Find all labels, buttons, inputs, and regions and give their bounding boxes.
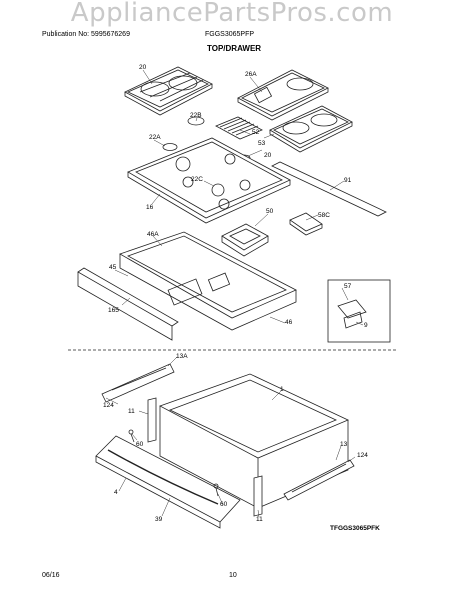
callout-46a: 46A (147, 231, 159, 238)
callout-50: 50 (266, 208, 274, 215)
callout-60-left: 60 (136, 441, 144, 448)
watermark: AppliancePartsPros.com (70, 0, 394, 28)
screws (128, 429, 219, 497)
callout-26a: 26A (245, 71, 257, 78)
page-number: 10 (229, 572, 237, 579)
callout-13: 13 (340, 441, 348, 448)
drawer-box (159, 373, 349, 509)
callout-11-right: 11 (256, 516, 263, 523)
callout-4: 4 (114, 489, 118, 496)
leader-lines (105, 69, 364, 518)
grate-left (124, 66, 213, 116)
callout-45: 45 (109, 264, 117, 271)
section-title: TOP/DRAWER (207, 44, 262, 53)
callout-22b: 22B (190, 112, 202, 119)
burner-box (119, 231, 297, 331)
drawer-rail-right (283, 459, 355, 501)
callout-53: 53 (258, 140, 266, 147)
callout-9: 9 (364, 322, 368, 329)
callout-52: 52 (252, 129, 260, 136)
trim-piece (215, 116, 263, 140)
callout-labels: 20 26A 22B 52 22A 53 20 22C 91 16 50 58C… (103, 64, 380, 532)
callout-20b: 20 (264, 152, 272, 159)
grate-right-bottom (269, 105, 353, 153)
callout-58c: 58C (318, 212, 330, 219)
part-58c (289, 212, 323, 236)
burner-base (221, 223, 269, 257)
drawer-bracket-left (147, 397, 157, 443)
callout-22c: 22C (191, 176, 203, 183)
publication-number: Publication No: 5995676269 (42, 31, 130, 38)
callout-91: 91 (344, 177, 352, 184)
callout-1: 1 (280, 386, 284, 393)
callout-16: 16 (146, 204, 154, 211)
callout-13a: 13A (176, 353, 188, 360)
callout-20: 20 (139, 64, 147, 71)
figure-id: TFGGS3065PFK (330, 525, 380, 532)
model-number: FGGS3065PFP (205, 31, 255, 38)
footer-date: 06/16 (42, 572, 60, 579)
inset-box (327, 279, 391, 343)
cooktop (127, 137, 291, 224)
callout-124-right: 124 (357, 452, 368, 459)
drawer-front (95, 435, 241, 529)
drawer-bracket-right (253, 475, 263, 517)
callout-165: 165 (108, 307, 119, 314)
callout-11-left: 11 (128, 408, 135, 415)
callout-60-right: 60 (220, 501, 228, 508)
drawer-rail-left (101, 363, 175, 403)
side-rail (77, 267, 179, 341)
callout-22a: 22A (149, 134, 161, 141)
callout-46: 46 (285, 319, 293, 326)
callout-57: 57 (344, 283, 352, 290)
rear-trim-rod (271, 161, 387, 217)
callout-124-left: 124 (103, 402, 114, 409)
callout-39: 39 (155, 516, 163, 523)
